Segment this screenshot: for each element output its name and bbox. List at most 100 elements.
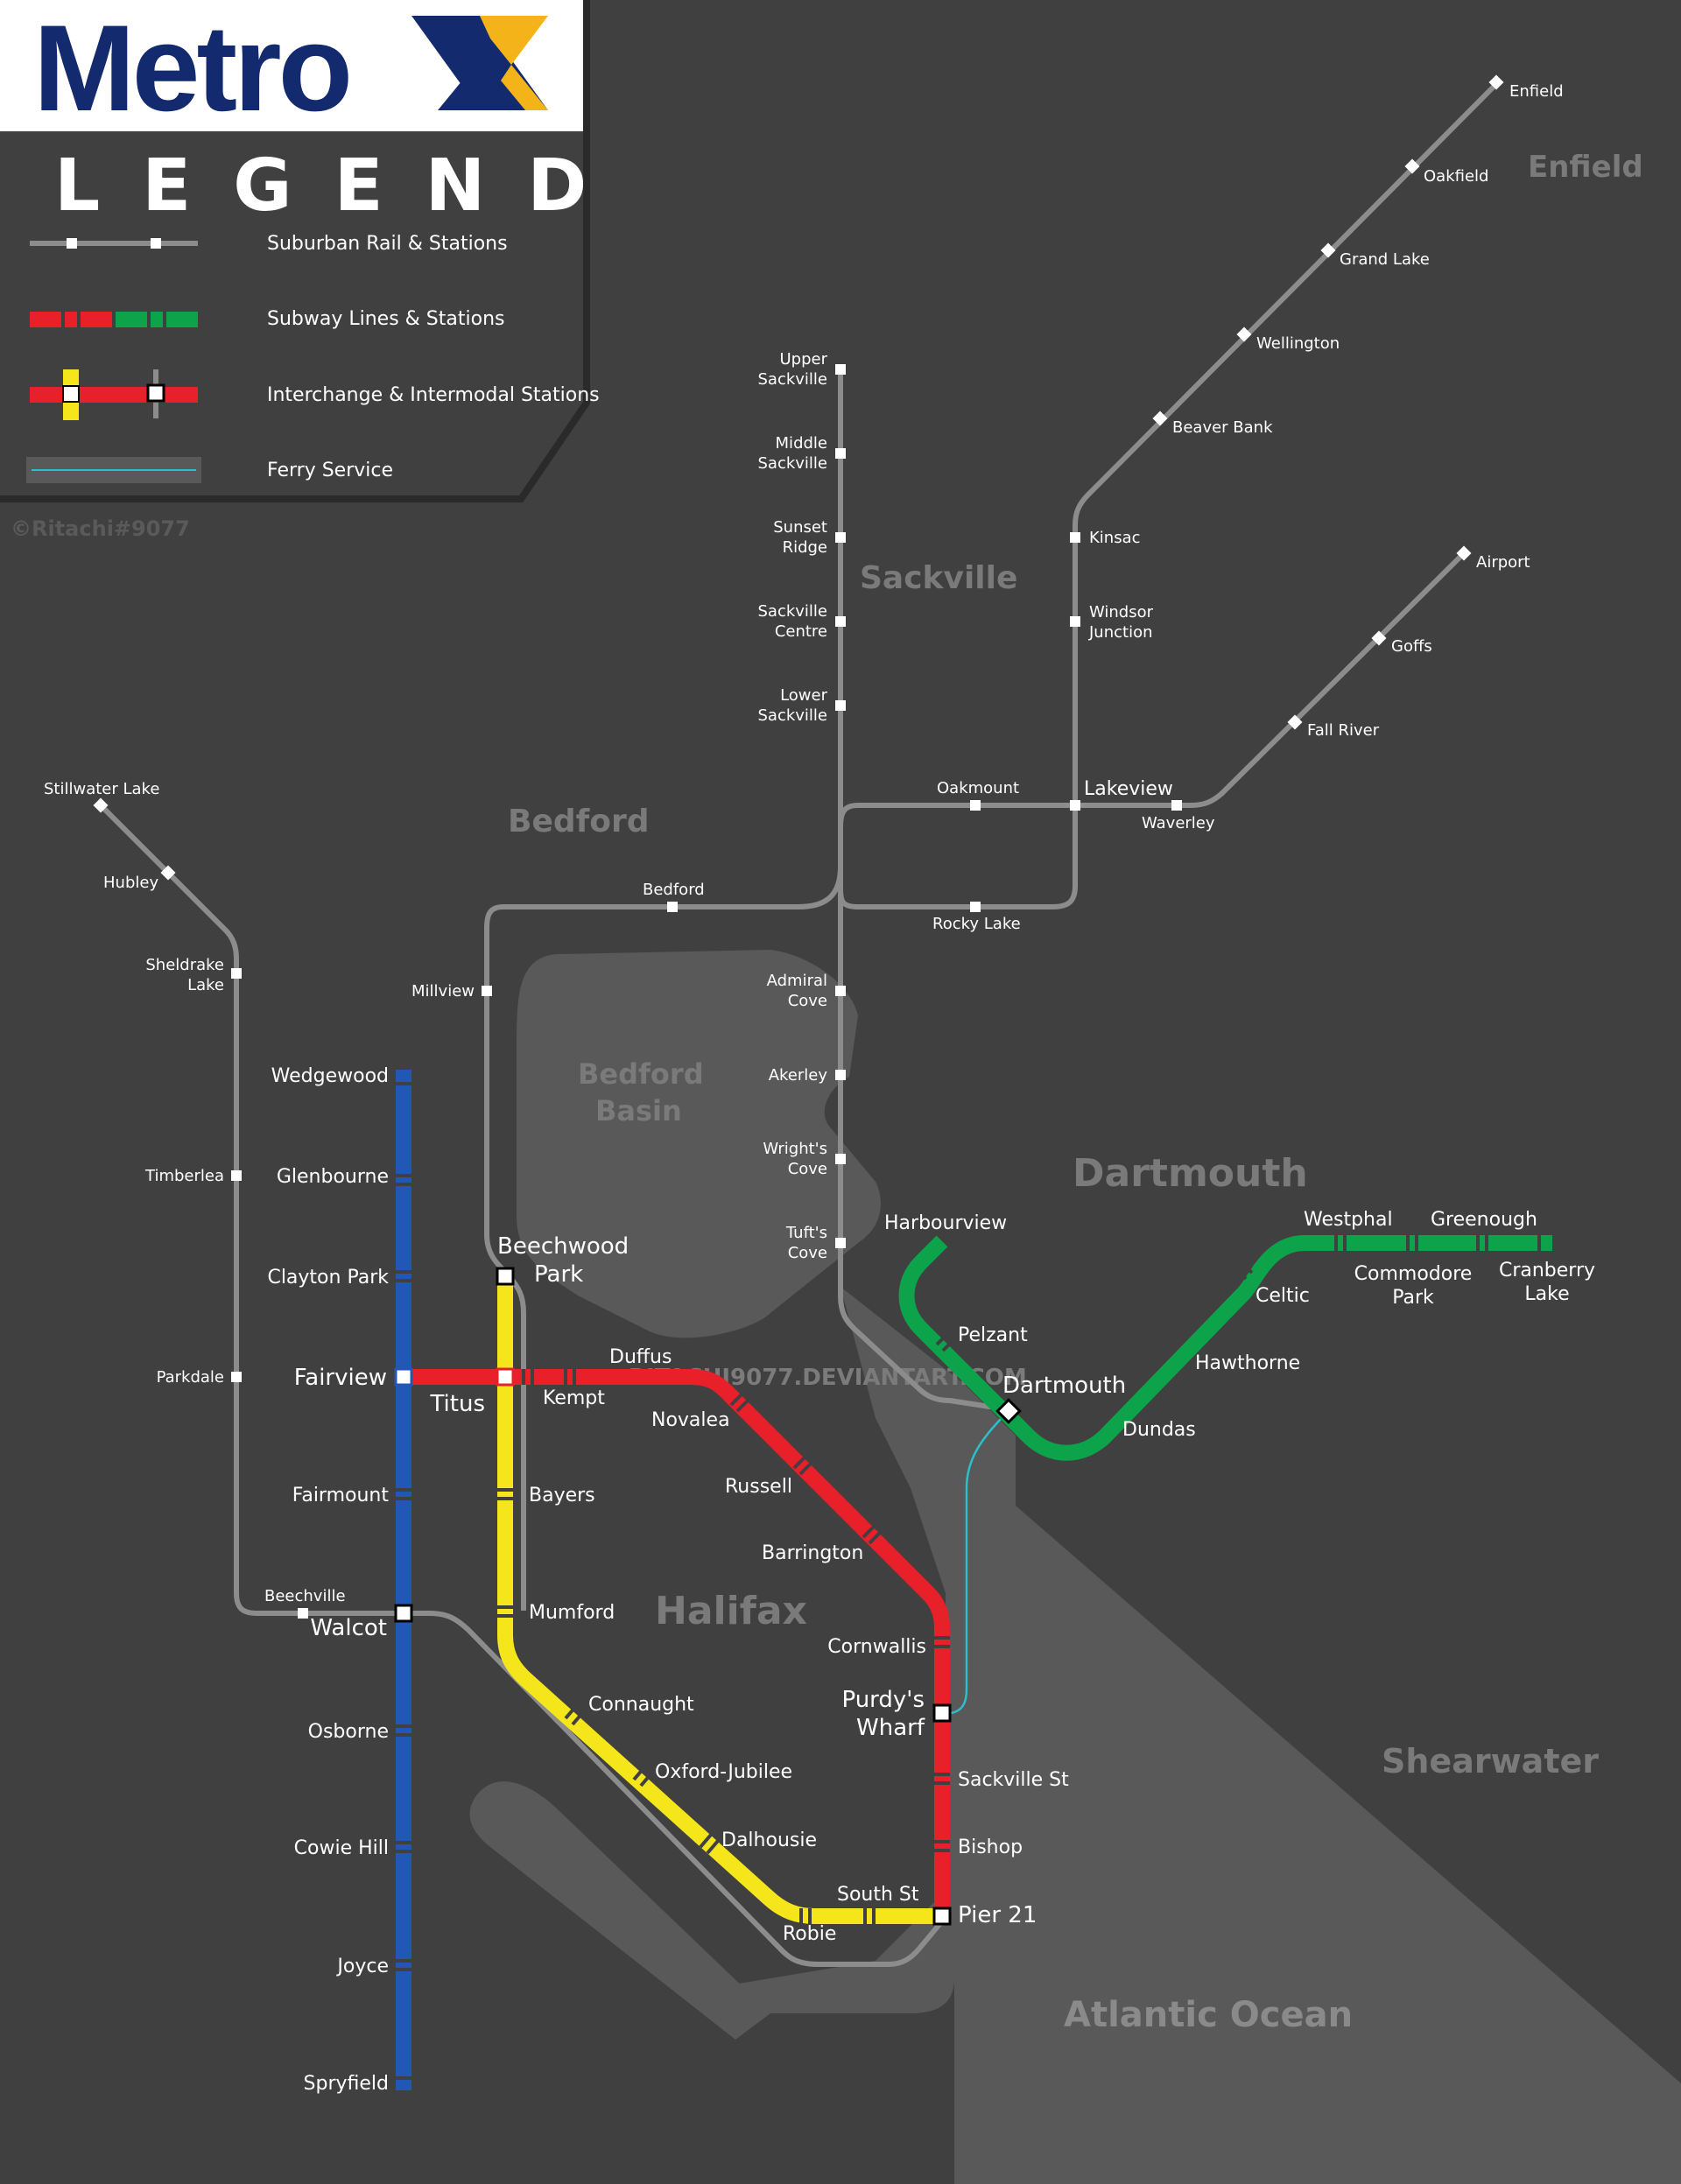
label-waverley: Waverley xyxy=(1142,814,1215,832)
tick-connaught-b xyxy=(571,1710,585,1726)
label-oakfield: Oakfield xyxy=(1424,167,1488,186)
label-cowie-hill: Cowie Hill xyxy=(294,1837,389,1859)
label-south-st: South St xyxy=(837,1884,919,1906)
label-mumford: Mumford xyxy=(529,1602,615,1624)
tick-novalea-b xyxy=(735,1398,750,1413)
label-osborne: Osborne xyxy=(308,1721,389,1743)
legend-interchange-swatch xyxy=(30,369,198,420)
tick-hawthorne-b xyxy=(1171,1329,1186,1344)
label-sunset-ridge-2: Ridge xyxy=(783,538,827,557)
tick-connaught xyxy=(564,1704,578,1720)
label-westphal: Westphal xyxy=(1304,1209,1393,1231)
label-beechville: Beechville xyxy=(264,1587,346,1605)
label-bishop: Bishop xyxy=(958,1836,1023,1858)
subway-labels: Wedgewood Glenbourne Clayton Park Fairvi… xyxy=(267,1065,1595,2095)
region-enfield: Enfield xyxy=(1528,150,1643,185)
label-duffus: Duffus xyxy=(609,1346,672,1368)
label-enfield: Enfield xyxy=(1509,82,1564,101)
tick-barrington xyxy=(862,1524,876,1539)
label-oakmount: Oakmount xyxy=(937,779,1019,797)
label-commodore-park-2: Park xyxy=(1392,1287,1434,1309)
station-marker-kinsac xyxy=(1070,532,1080,543)
region-sackville: Sackville xyxy=(860,560,1017,596)
label-wrights-cove-2: Cove xyxy=(788,1160,827,1178)
region-bedford: Bedford xyxy=(508,804,650,839)
region-bedford-basin-1: Bedford xyxy=(578,1057,704,1091)
label-hubley: Hubley xyxy=(103,874,158,892)
water-bodies xyxy=(469,950,1681,2184)
label-stillwater-lake: Stillwater Lake xyxy=(44,780,159,798)
label-purdys-wharf-1: Purdy's xyxy=(841,1687,925,1713)
label-rocky-lake: Rocky Lake xyxy=(932,915,1021,933)
tick-pelzant-b xyxy=(941,1338,956,1352)
label-kinsac: Kinsac xyxy=(1089,529,1141,547)
tick-celtic-b xyxy=(1239,1260,1254,1275)
credit-text: ©Ritachi#9077 xyxy=(11,516,190,541)
interchange-beechwood-park xyxy=(496,1267,515,1286)
station-marker-windsor-junction xyxy=(1070,616,1080,627)
interchange-purdys-wharf xyxy=(932,1703,952,1723)
sackville-branch xyxy=(838,366,1008,1412)
label-cornwallis: Cornwallis xyxy=(827,1636,926,1658)
region-dartmouth: Dartmouth xyxy=(1073,1151,1308,1196)
label-fairview: Fairview xyxy=(294,1365,387,1391)
harbour-water xyxy=(718,1287,1681,2184)
interchange-stations xyxy=(394,1267,1022,1926)
label-purdys-wharf-2: Wharf xyxy=(856,1715,925,1741)
red-line xyxy=(404,1369,950,1917)
region-bedford-basin-2: Basin xyxy=(595,1094,682,1127)
label-celtic: Celtic xyxy=(1255,1285,1310,1307)
suburban-rail xyxy=(98,81,1500,1967)
legend-subway-swatch xyxy=(30,312,198,327)
interchange-fairview xyxy=(394,1367,413,1387)
legend-label-suburban: Suburban Rail & Stations xyxy=(267,233,508,255)
label-goffs: Goffs xyxy=(1391,637,1432,656)
station-marker-sunset-ridge xyxy=(835,532,846,543)
label-barrington: Barrington xyxy=(762,1542,863,1564)
label-beechwood-park-2: Park xyxy=(534,1261,583,1288)
stillwater-branch xyxy=(98,803,944,1967)
suburban-labels: Enfield Oakfield Grand Lake Wellington B… xyxy=(44,82,1564,1605)
legend-label-subway: Subway Lines & Stations xyxy=(267,308,505,330)
label-middle-sackville-2: Sackville xyxy=(757,454,827,473)
label-middle-sackville-1: Middle xyxy=(776,434,827,453)
label-sunset-ridge-1: Sunset xyxy=(773,518,827,537)
label-clayton-park: Clayton Park xyxy=(267,1267,389,1289)
label-upper-sackville-2: Sackville xyxy=(757,370,827,389)
tick-pelzant xyxy=(935,1331,950,1346)
legend-border xyxy=(0,0,590,502)
label-titus: Titus xyxy=(429,1391,485,1417)
tick-barrington-b xyxy=(868,1530,883,1545)
tick-novalea xyxy=(729,1392,744,1407)
station-marker-wrights-cove xyxy=(835,1154,846,1164)
label-kempt: Kempt xyxy=(543,1387,605,1409)
region-shearwater: Shearwater xyxy=(1382,1742,1599,1780)
tick-celtic xyxy=(1233,1266,1248,1281)
label-timberlea: Timberlea xyxy=(144,1167,224,1185)
region-labels: Enfield Sackville Bedford Bedford Basin … xyxy=(508,150,1643,2035)
station-marker-akerley xyxy=(835,1070,846,1080)
station-marker-sackville-centre xyxy=(835,616,846,627)
ferry-route xyxy=(941,1410,1009,1716)
label-tufts-cove-2: Cove xyxy=(788,1244,827,1262)
tick-russell xyxy=(792,1455,807,1470)
interchange-walcot xyxy=(394,1604,413,1623)
label-robie: Robie xyxy=(783,1923,836,1945)
tick-oxford-jubilee xyxy=(632,1766,646,1781)
tick-dalhousie-b xyxy=(706,1839,720,1855)
bedford-branch xyxy=(484,866,843,1611)
interchange-titus xyxy=(496,1367,515,1387)
logo-box: Metro xyxy=(0,0,585,137)
station-marker-waverley xyxy=(1171,800,1182,811)
station-marker-fall-river xyxy=(1287,714,1303,730)
label-wrights-cove-1: Wright's xyxy=(763,1140,827,1158)
yellow-line xyxy=(497,1276,942,1924)
label-walcot: Walcot xyxy=(310,1615,387,1641)
label-lower-sackville-1: Lower xyxy=(780,686,828,705)
station-marker-oakmount xyxy=(970,800,981,811)
label-beaver-bank: Beaver Bank xyxy=(1172,418,1273,437)
label-cranberry-lake-1: Cranberry xyxy=(1499,1260,1595,1282)
tick-russell-b xyxy=(798,1461,813,1476)
station-marker-middle-sackville xyxy=(835,448,846,459)
